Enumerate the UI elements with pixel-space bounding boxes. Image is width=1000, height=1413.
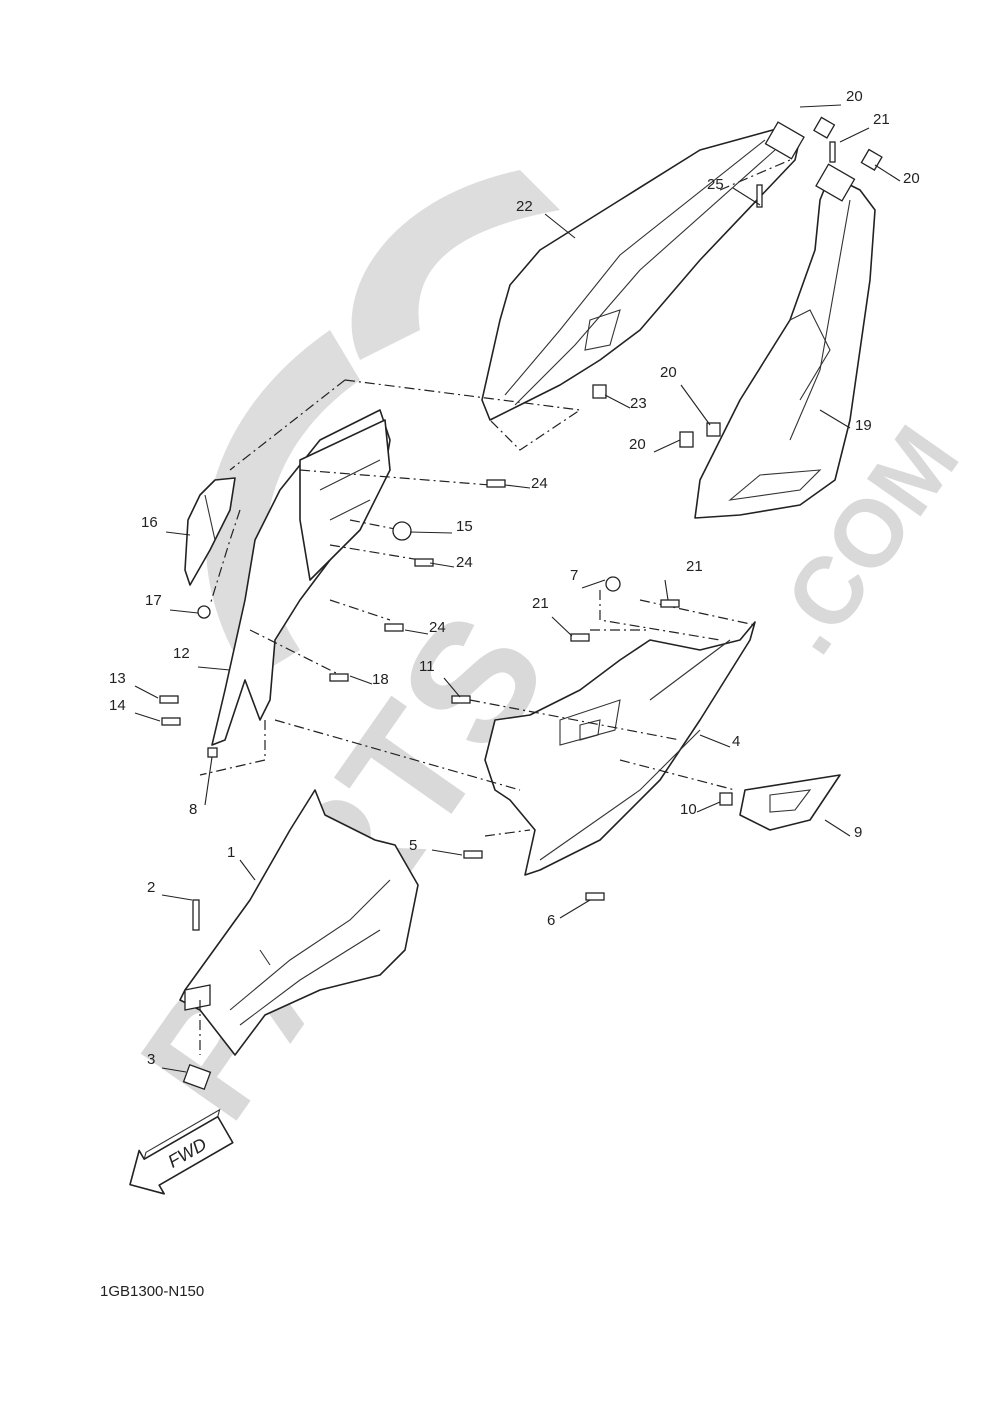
callout-18: 18 — [372, 671, 389, 688]
part-19-rear-side-cover-right — [694, 163, 876, 519]
fasteners — [159, 116, 883, 1091]
callout-15: 15 — [456, 518, 473, 535]
callout-2: 2 — [147, 879, 156, 896]
callout-7: 7 — [570, 567, 579, 584]
callout-21: 21 — [873, 111, 890, 128]
part-1-lower-cover — [179, 789, 419, 1056]
callout-17: 17 — [145, 592, 162, 609]
callout-4: 4 — [732, 733, 741, 750]
callout-8: 8 — [189, 801, 198, 818]
callout-23: 23 — [630, 395, 647, 412]
callout-1: 1 — [227, 844, 236, 861]
callout-20: 20 — [846, 88, 863, 105]
callout-21: 21 — [686, 558, 703, 575]
callout-16: 16 — [141, 514, 158, 531]
callout-25: 25 — [707, 176, 724, 193]
part-4-side-cover-lower — [484, 621, 756, 876]
part-16-small-cover — [184, 477, 236, 586]
part-9-grille — [739, 774, 841, 831]
callout-21: 21 — [532, 595, 549, 612]
diagram-code: 1GB1300-N150 — [100, 1283, 205, 1300]
callout-13: 13 — [109, 670, 126, 687]
callout-5: 5 — [409, 837, 418, 854]
callout-20: 20 — [629, 436, 646, 453]
callout-14: 14 — [109, 697, 126, 714]
part-12-inner-panel — [211, 409, 391, 746]
part-22-rear-side-cover-left — [481, 121, 805, 421]
callout-10: 10 — [680, 801, 697, 818]
assembly-lines — [199, 159, 791, 1055]
callout-24: 24 — [531, 475, 548, 492]
callout-12: 12 — [173, 645, 190, 662]
leader-lines — [134, 104, 901, 1073]
callout-11: 11 — [419, 658, 435, 675]
callout-20: 20 — [660, 364, 677, 381]
callout-24: 24 — [456, 554, 473, 571]
callout-24: 24 — [429, 619, 446, 636]
callout-3: 3 — [147, 1051, 156, 1068]
callout-19: 19 — [855, 417, 872, 434]
callout-20: 20 — [903, 170, 920, 187]
callout-6: 6 — [547, 912, 556, 929]
callout-22: 22 — [516, 198, 533, 215]
callout-9: 9 — [854, 824, 863, 841]
